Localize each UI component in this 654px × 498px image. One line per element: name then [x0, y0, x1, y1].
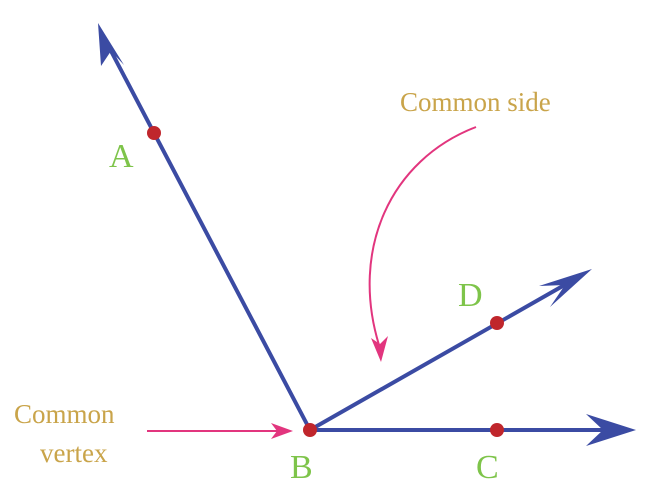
common-vertex-label-line1: Common: [14, 399, 115, 429]
common-side-arrow: [368, 126, 477, 362]
label-b: B: [290, 449, 313, 486]
ray-bd-arrowhead: [539, 269, 592, 307]
common-side-label: Common side: [400, 87, 551, 117]
label-a: A: [109, 138, 134, 175]
ray-bc-arrowhead: [586, 414, 636, 446]
ray-bc: [308, 414, 636, 446]
common-side-arrowhead: [371, 336, 388, 362]
ray-bd: [308, 269, 592, 432]
common-vertex-arrowhead: [271, 423, 293, 439]
label-c: C: [476, 449, 499, 486]
ray-ba-arrowhead: [98, 23, 124, 66]
common-side-arrow-curve: [368, 126, 477, 346]
ray-ba-line: [109, 49, 312, 432]
ray-ba: [98, 23, 312, 432]
common-vertex-label-line2: vertex: [40, 438, 108, 468]
point-a: [147, 126, 161, 140]
point-c: [490, 423, 504, 437]
common-vertex-arrow: [147, 423, 293, 439]
label-d: D: [458, 277, 483, 314]
point-d: [490, 316, 504, 330]
point-b: [303, 423, 317, 437]
ray-bd-line: [308, 281, 570, 432]
